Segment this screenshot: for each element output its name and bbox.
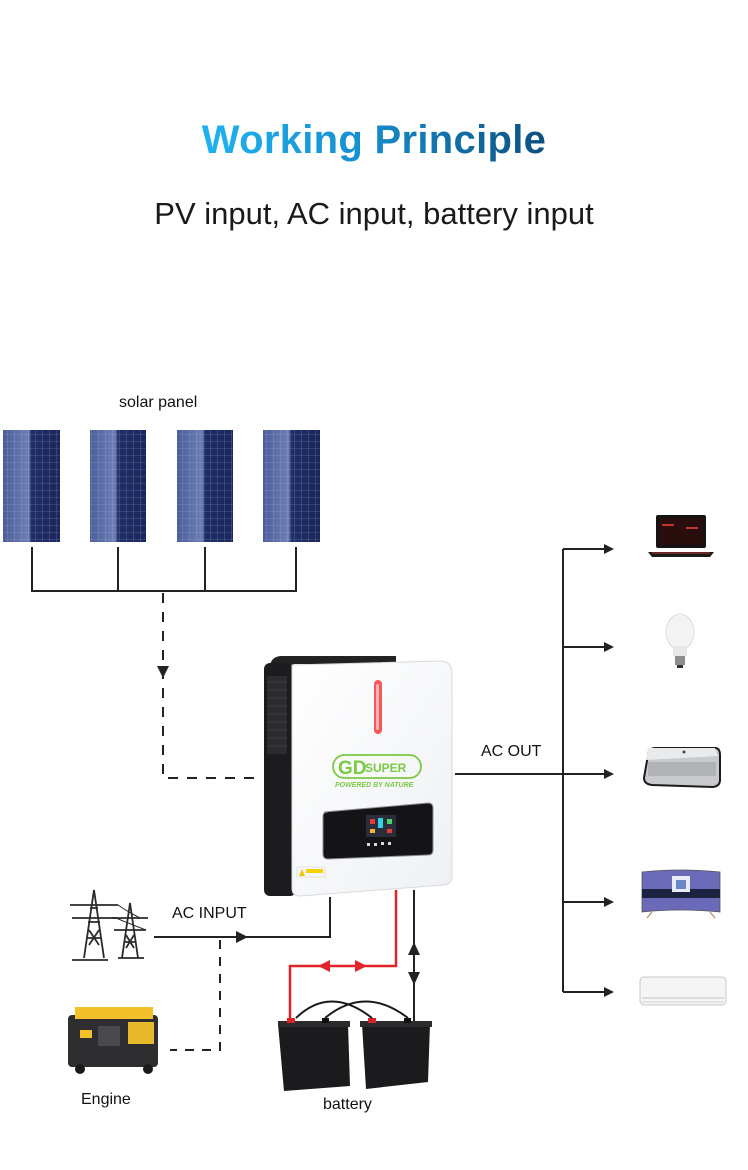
battery-arrow-right-icon <box>355 960 367 972</box>
power-tower-icon <box>70 889 148 961</box>
solar-panel-1 <box>3 430 60 542</box>
logo-tagline: POWERED BY NATURE <box>335 782 414 789</box>
inverter-buttons <box>367 842 391 846</box>
battery-arrow-up-icon <box>408 942 420 955</box>
page-title: Working Principle <box>201 118 547 162</box>
solar-panel-array <box>3 430 320 542</box>
ac-input-label: AC INPUT <box>172 905 247 922</box>
light-bulb-icon <box>665 613 695 668</box>
ac-out-wiring <box>455 544 614 997</box>
inverter: GD SUPER POWERED BY NATURE <box>264 656 453 897</box>
ac-input-arrow-icon <box>236 931 248 943</box>
television-icon <box>641 869 721 919</box>
battery-link-cables <box>295 1000 409 1019</box>
pv-bus-wire <box>31 547 297 592</box>
page-subtitle: PV input, AC input, battery input <box>154 196 594 231</box>
generator-dashed-line <box>170 940 221 1051</box>
battery-label: battery <box>323 1096 372 1113</box>
air-conditioner-icon <box>639 976 727 1006</box>
generator-engine-icon <box>68 1007 158 1074</box>
logo-brand-prefix: GD <box>338 758 367 779</box>
pv-arrow-icon <box>157 666 169 678</box>
printer-icon <box>642 747 721 789</box>
battery-arrow-left-icon <box>318 960 330 972</box>
battery-positive-wire <box>288 890 398 1020</box>
engine-label: Engine <box>81 1091 131 1108</box>
battery-1-icon <box>278 1018 350 1091</box>
solar-panel-label: solar panel <box>119 394 198 411</box>
ac-out-label: AC OUT <box>481 743 542 760</box>
solar-panel-3 <box>177 430 233 542</box>
solar-panel-4 <box>263 430 320 542</box>
battery-arrow-down-icon <box>408 972 420 985</box>
battery-2-icon <box>360 1018 432 1089</box>
gdsuper-logo: GD SUPER POWERED BY NATURE <box>332 754 422 789</box>
caution-label <box>296 866 326 878</box>
laptop-icon <box>648 515 714 557</box>
pv-input-dashed-line <box>162 593 256 779</box>
solar-panel-2 <box>90 430 146 542</box>
ac-input-wiring <box>154 897 331 938</box>
inverter-display-panel <box>322 802 434 860</box>
logo-brand-suffix: SUPER <box>365 761 407 775</box>
